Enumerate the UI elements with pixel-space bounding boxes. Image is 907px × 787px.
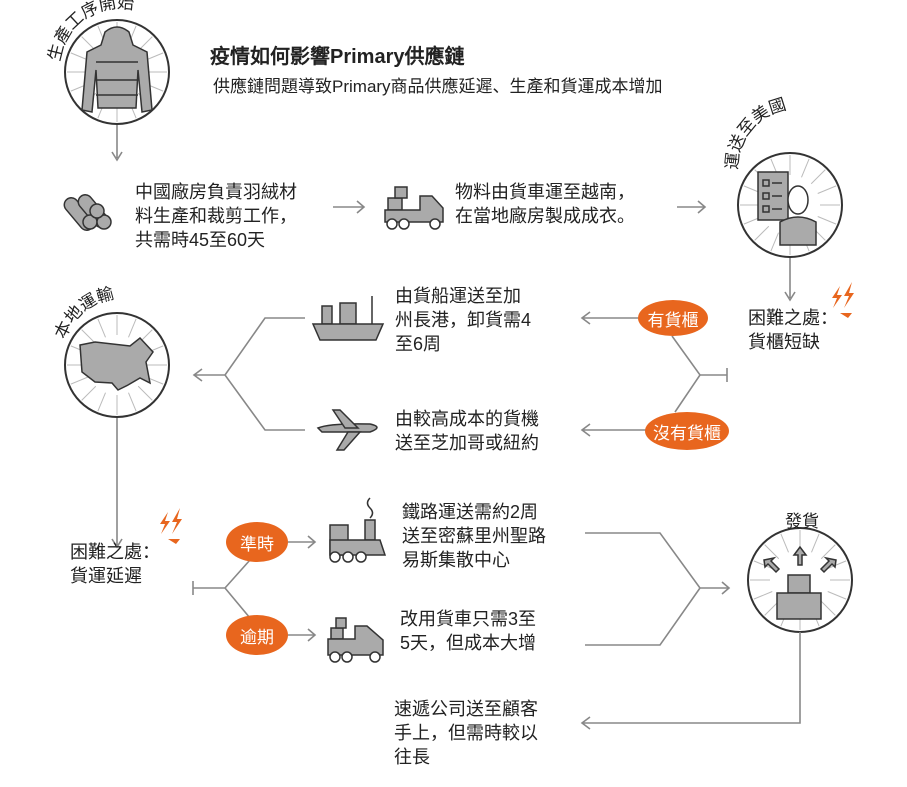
stage-label-local: 本地運輸 — [51, 284, 116, 342]
arrow-no-container — [580, 423, 647, 437]
text-line: 速遞公司送至顧客 — [394, 699, 538, 719]
circle-spoke — [817, 185, 837, 194]
text-line: 送至密蘇里州聖路 — [402, 526, 546, 546]
svg-text:本地運輸: 本地運輸 — [51, 284, 116, 342]
circle-spoke — [770, 232, 779, 252]
arrow-ship-stage-down — [784, 258, 796, 302]
circle-spoke — [780, 533, 789, 553]
circle-spoke — [753, 591, 773, 600]
checklist-person-icon — [757, 171, 817, 246]
difficulty-freight: 困難之處： 貨運延遲 — [70, 540, 160, 588]
arrow-has-container — [580, 311, 640, 325]
page-title: 疫情如何影響Primary供應鏈 — [210, 46, 465, 68]
circle-spoke — [827, 591, 847, 600]
circle-spoke — [753, 560, 773, 569]
arrow-overdue — [288, 628, 317, 642]
badge-no-container: 沒有貨櫃 — [645, 412, 729, 450]
fabric-rolls-icon — [63, 194, 112, 231]
lightning-icon — [832, 282, 854, 318]
fork-to-local — [192, 317, 305, 431]
boxes-arrows-icon — [763, 545, 837, 620]
step-courier: 速遞公司送至顧客 手上，但需時較以 往長 — [394, 697, 538, 769]
arrow-start-down — [111, 125, 123, 162]
arrow-to-ship-stage — [677, 200, 707, 214]
circle-spoke — [97, 318, 106, 338]
circle-spoke — [801, 158, 810, 178]
text-line: 由貨船運送至加 — [395, 286, 521, 306]
page-subtitle: 供應鏈問題導致Primary商品供應延遲、生產和貨運成本增加 — [213, 77, 663, 96]
svg-text:運送至美國: 運送至美國 — [722, 95, 788, 171]
circle-spoke — [128, 392, 137, 412]
circle-spoke — [817, 216, 837, 225]
circle-spoke — [820, 544, 836, 560]
text-line: 料生產和裁剪工作， — [135, 206, 297, 226]
circle-spoke — [764, 544, 780, 560]
stage-circle-start — [64, 19, 170, 125]
text-line: 5天，但成本大增 — [400, 633, 537, 653]
fork-freight — [192, 559, 251, 619]
circle-spoke — [128, 318, 137, 338]
train-icon — [329, 497, 387, 563]
arrow-local-down — [111, 418, 123, 549]
text-line: 手上，但需時較以 — [394, 723, 538, 743]
step-rail-route: 鐵路運送需約2周 送至密蘇里州聖路 易斯集散中心 — [402, 500, 546, 572]
circle-spoke — [754, 225, 770, 241]
text-line: 送至芝加哥或紐約 — [395, 433, 539, 453]
stage-label-ship: 運送至美國 — [722, 95, 788, 171]
badge-has-container: 有貨櫃 — [638, 300, 708, 336]
text-line: 易斯集散中心 — [402, 550, 510, 570]
badge-on-time: 準時 — [226, 522, 288, 562]
arrow-on-time — [288, 535, 317, 549]
step-truck-route: 改用貨車只需3至 5天，但成本大增 — [400, 607, 536, 655]
text-line: 改用貨車只需3至 — [400, 609, 537, 629]
badge-overdue: 逾期 — [226, 615, 288, 655]
circle-spoke — [827, 560, 847, 569]
arrow-to-truck — [333, 200, 366, 214]
circle-spoke — [81, 385, 97, 401]
difficulty-container: 困難之處： 貨櫃短缺 — [748, 306, 838, 354]
merge-to-dispatch — [585, 532, 731, 646]
stage-circle-local — [64, 312, 170, 418]
circle-spoke — [810, 169, 826, 185]
stage-label-dispatch: 發貨 — [785, 512, 819, 531]
circle-spoke — [137, 385, 153, 401]
lightning-icon — [160, 508, 182, 544]
step-china-factory: 中國廠房負責羽絨材 料生產和裁剪工作， 共需時45至60天 — [135, 180, 297, 252]
text-line: 由較高成本的貨機 — [395, 409, 539, 429]
text-line: 在當地廠房製成成衣。 — [455, 206, 635, 226]
circle-spoke — [81, 329, 97, 345]
circle-spoke — [70, 376, 90, 385]
difficulty-detail: 貨櫃短缺 — [748, 332, 820, 352]
text-line: 州長港，卸貨需4 — [395, 310, 532, 330]
step-air-route: 由較高成本的貨機 送至芝加哥或紐約 — [395, 407, 539, 455]
difficulty-label: 困難之處： — [70, 542, 160, 562]
step-ship-route: 由貨船運送至加 州長港，卸貨需4 至6周 — [395, 284, 531, 356]
jacket-icon — [81, 26, 153, 113]
fork-container — [671, 335, 728, 413]
circle-spoke — [97, 392, 106, 412]
usa-map-icon — [79, 336, 154, 391]
circle-spoke — [811, 533, 820, 553]
text-line: 至6周 — [395, 334, 442, 354]
step-truck-vietnam: 物料由貨車運至越南， 在當地廠房製成成衣。 — [455, 180, 635, 228]
arrow-dispatch-to-courier — [580, 632, 801, 730]
text-line: 鐵路運送需約2周 — [402, 502, 539, 522]
difficulty-detail: 貨運延遲 — [70, 566, 142, 586]
delivery-truck-icon — [327, 617, 384, 663]
text-line: 往長 — [394, 747, 430, 767]
circle-spoke — [820, 600, 836, 616]
difficulty-label: 困難之處： — [748, 308, 838, 328]
text-line: 中國廠房負責羽絨材 — [135, 182, 297, 202]
text-line: 物料由貨車運至越南， — [455, 182, 635, 202]
text-line: 共需時45至60天 — [135, 230, 266, 250]
truck-icon — [384, 186, 444, 230]
cargo-ship-icon — [311, 296, 385, 341]
stage-circle-ship — [737, 152, 843, 258]
airplane-icon — [316, 409, 378, 451]
